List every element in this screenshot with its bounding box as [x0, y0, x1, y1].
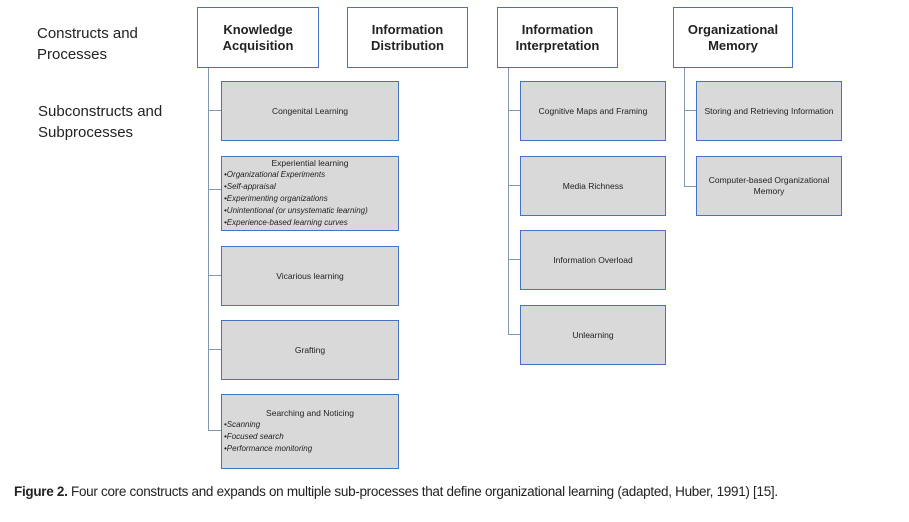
box-information-overload: Information Overload [520, 230, 666, 290]
caption-text: Four core constructs and expands on mult… [67, 484, 778, 499]
list-item: •Organizational Experiments [224, 170, 326, 179]
connector-line [208, 110, 221, 111]
list-item: •Experimenting organizations [224, 194, 328, 203]
list-item: •Experience-based learning curves [224, 218, 348, 227]
box-title: Unlearning [572, 329, 614, 340]
connector-line [208, 275, 221, 276]
box-title: Information Overload [553, 254, 633, 265]
list-item: •Scanning [224, 420, 261, 429]
list-item: •Self-appraisal [224, 182, 276, 191]
box-title: Cognitive Maps and Framing [538, 105, 648, 116]
header-information-interpretation: Information Interpretation [497, 7, 618, 68]
box-title: Storing and Retrieving Information [704, 105, 834, 116]
box-cognitive-maps: Cognitive Maps and Framing [520, 81, 666, 141]
box-vicarious-learning: Vicarious learning [221, 246, 399, 306]
box-grafting: Grafting [221, 320, 399, 380]
header-knowledge-acquisition: Knowledge Acquisition [197, 7, 319, 68]
box-title: Experiential learning [271, 158, 349, 168]
figure-caption: Figure 2. Four core constructs and expan… [14, 484, 778, 499]
box-unlearning: Unlearning [520, 305, 666, 365]
header-information-distribution: Information Distribution [347, 7, 468, 68]
header-organizational-memory: Organizational Memory [673, 7, 793, 68]
box-media-richness: Media Richness [520, 156, 666, 216]
connector-line [208, 189, 221, 190]
box-title: Congenital Learning [271, 105, 349, 116]
list-item: •Focused search [224, 432, 284, 441]
connector-line [684, 186, 696, 187]
connector-line [208, 68, 209, 431]
box-experiential-learning: Experiential learning •Organizational Ex… [221, 156, 399, 231]
box-title: Media Richness [562, 180, 624, 191]
connector-line [508, 68, 509, 335]
box-congenital-learning: Congenital Learning [221, 81, 399, 141]
box-title: Searching and Noticing [266, 408, 354, 418]
connector-line [684, 110, 696, 111]
connector-line [508, 334, 520, 335]
box-title: Vicarious learning [276, 270, 344, 281]
connector-line [208, 349, 221, 350]
list-item: •Performance monitoring [224, 444, 313, 453]
box-computer-based-memory: Computer-based Organizational Memory [696, 156, 842, 216]
box-title: Computer-based Organizational Memory [708, 175, 830, 196]
connector-line [208, 430, 221, 431]
caption-label: Figure 2. [14, 484, 68, 499]
connector-line [508, 259, 520, 260]
connector-line [508, 185, 520, 186]
subconstructs-label: Subconstructs and Subprocesses [38, 103, 163, 141]
box-title: Grafting [294, 344, 326, 355]
connector-line [508, 110, 520, 111]
box-storing-retrieving: Storing and Retrieving Information [696, 81, 842, 141]
constructs-label: Constructs and Processes [37, 25, 138, 63]
list-item: •Unintentional (or unsystematic learning… [224, 206, 368, 215]
connector-line [684, 68, 685, 187]
box-searching-and-noticing: Searching and Noticing •Scanning •Focuse… [221, 394, 399, 469]
